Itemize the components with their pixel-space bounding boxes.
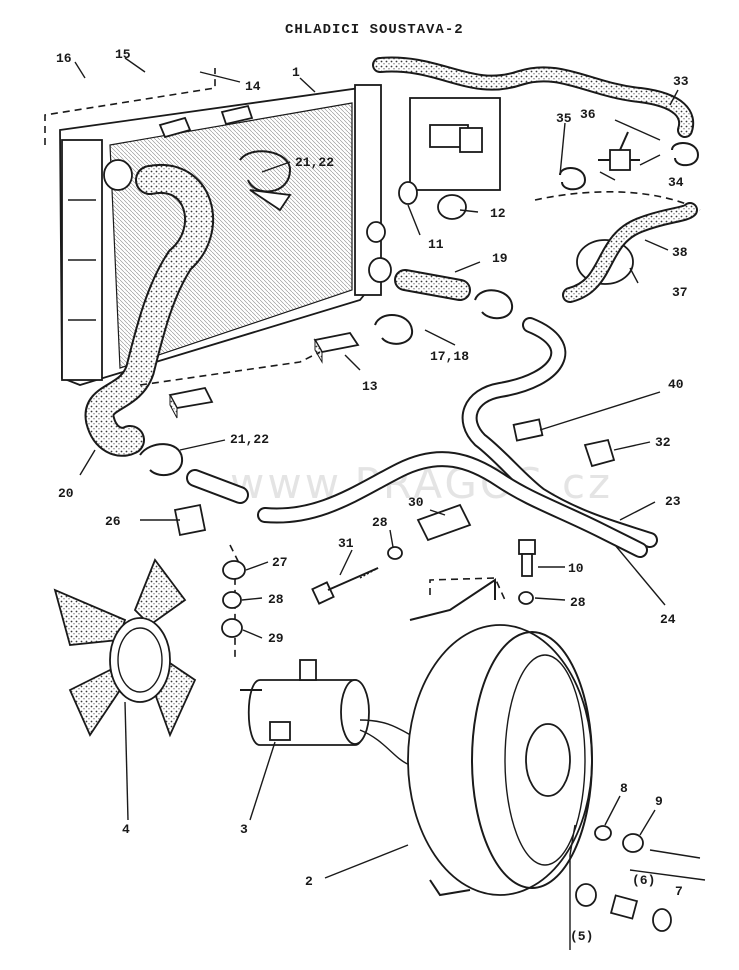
callout-35: 35 [556, 111, 572, 126]
clamp-21-22-lower [139, 443, 184, 477]
callout-14: 14 [245, 79, 261, 94]
callout-4: 4 [122, 822, 130, 837]
nut-29 [221, 618, 243, 638]
washer-28-b [518, 591, 534, 605]
callout-37: 37 [672, 285, 688, 300]
callout-29: 29 [268, 631, 284, 646]
callout-10: 10 [568, 561, 584, 576]
callout-7: 7 [675, 884, 683, 899]
grommet-27 [222, 560, 246, 580]
callout-28-top: 28 [372, 515, 388, 530]
callout-23: 23 [665, 494, 681, 509]
callout-33: 33 [673, 74, 689, 89]
callout-40: 40 [668, 377, 684, 392]
bolt-10 [518, 539, 536, 577]
callout-30: 30 [408, 495, 424, 510]
callout-26: 26 [105, 514, 121, 529]
callout-labels: 1 2 3 4 7 8 9 10 11 12 13 14 15 16 17,18… [56, 47, 689, 944]
leader-lines [74, 57, 679, 879]
nut-9 [622, 833, 644, 853]
clip-32 [583, 438, 616, 468]
pipes-23-24 [257, 317, 658, 558]
bolt-31 [311, 567, 379, 605]
fan-4 [53, 558, 197, 738]
callout-5: (5) [570, 929, 593, 944]
callout-32: 32 [655, 435, 671, 450]
bracket-30 [416, 503, 472, 542]
callout-16: 16 [56, 51, 72, 66]
fan-shroud-2 [407, 577, 593, 897]
callout-38: 38 [672, 245, 688, 260]
callout-24: 24 [660, 612, 676, 627]
spacer-6 [609, 894, 639, 920]
callout-21-22-lower: 21,22 [230, 432, 269, 447]
callout-8: 8 [620, 781, 628, 796]
callout-1: 1 [292, 65, 300, 80]
washer-28-a [387, 546, 403, 560]
pad-13 [168, 331, 360, 419]
bushing-5 [575, 883, 597, 907]
callout-36: 36 [580, 107, 596, 122]
callout-28-left: 28 [268, 592, 284, 607]
callout-21-22-upper: 21,22 [295, 155, 334, 170]
callout-2: 2 [305, 874, 313, 889]
callout-12: 12 [490, 206, 506, 221]
motor-3 [240, 659, 421, 766]
callout-19: 19 [492, 251, 508, 266]
tap-34-36 [598, 131, 640, 171]
callout-9: 9 [655, 794, 663, 809]
callout-27: 27 [272, 555, 288, 570]
callout-3: 3 [240, 822, 248, 837]
sensor-12 [437, 194, 467, 220]
callout-11: 11 [428, 237, 444, 252]
bracket-26 [173, 503, 207, 537]
callout-15: 15 [115, 47, 131, 62]
clip-40 [512, 418, 544, 442]
callout-34: 34 [668, 175, 684, 190]
callout-31: 31 [338, 536, 354, 551]
callout-13: 13 [362, 379, 378, 394]
clamp-35 [559, 167, 587, 191]
callout-6: (6) [632, 873, 655, 888]
washer-8 [594, 825, 612, 841]
callout-28-right: 28 [570, 595, 586, 610]
diagram-title: CHLADICI SOUSTAVA-2 [285, 22, 464, 38]
clamp-36 [671, 142, 700, 167]
clamp-17-18-a [374, 314, 414, 345]
clamp-17-18-b [474, 289, 514, 320]
callout-20: 20 [58, 486, 74, 501]
washer-11 [398, 181, 418, 205]
callout-17-18: 17,18 [430, 349, 469, 364]
clamp-21-22-upper [239, 150, 292, 193]
washer-7 [652, 908, 672, 932]
washer-28-c [222, 591, 242, 609]
